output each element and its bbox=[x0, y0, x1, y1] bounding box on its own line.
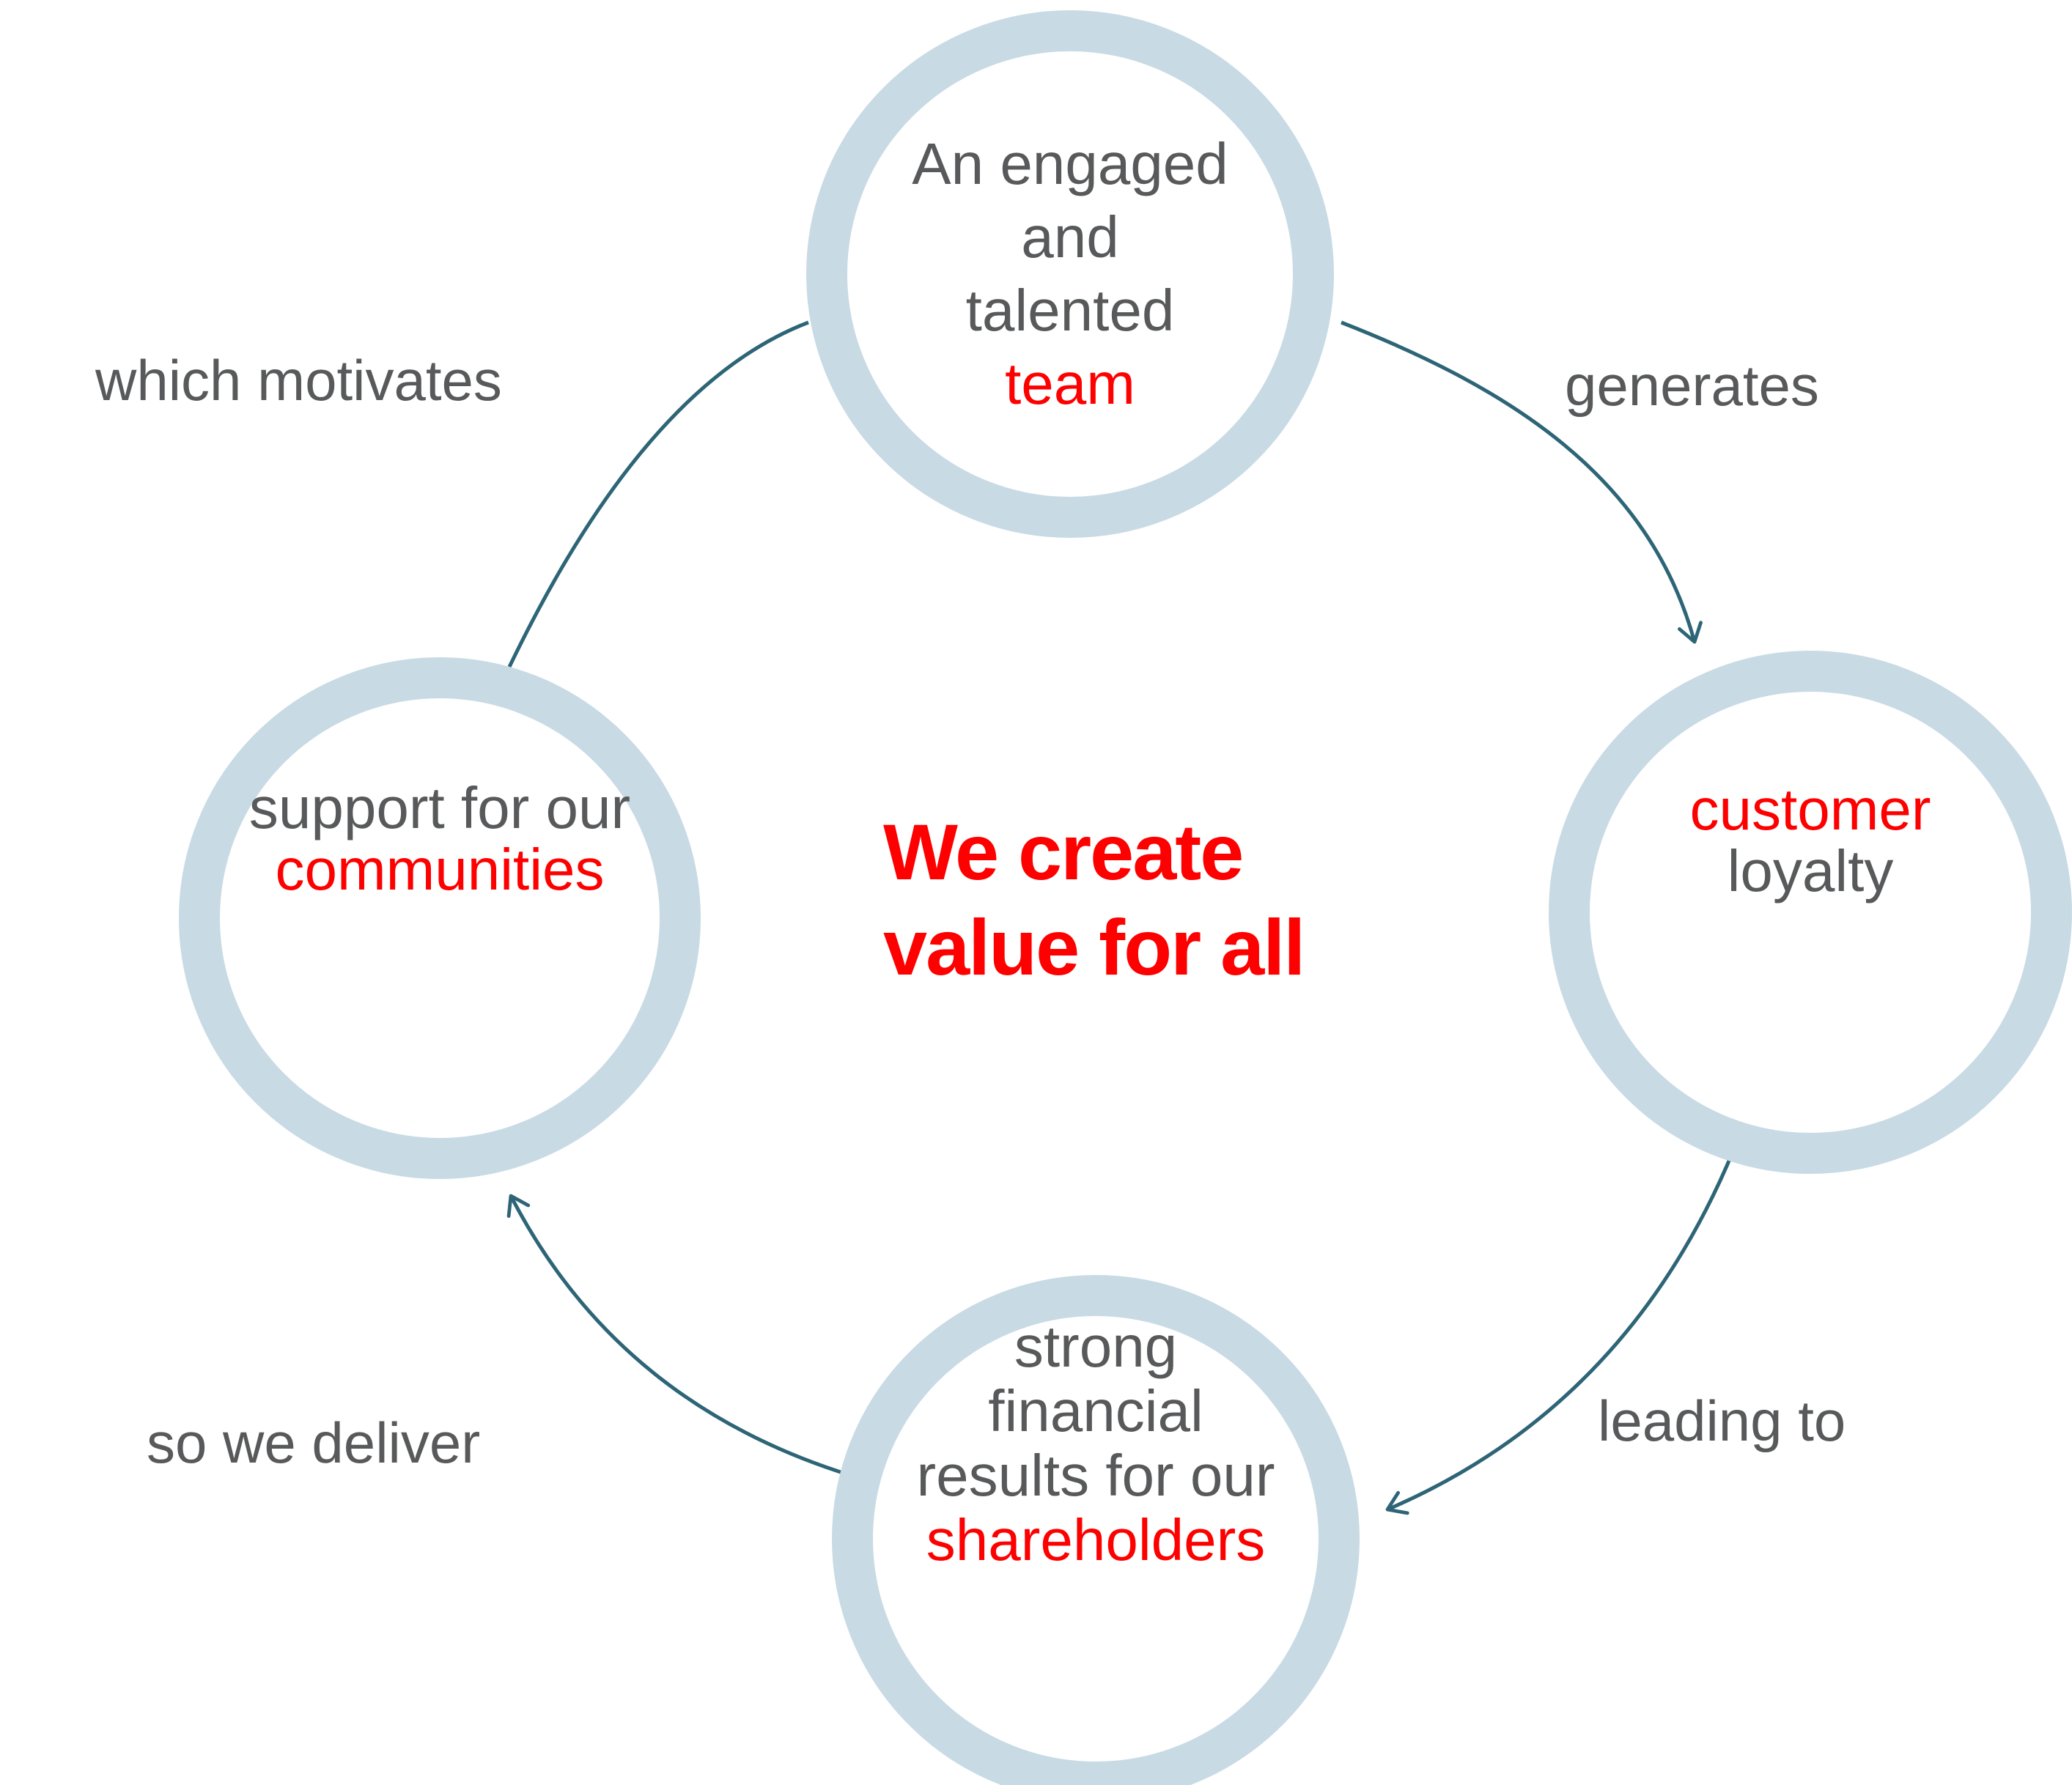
node-communities-label: support for our communities bbox=[249, 777, 630, 901]
flow-label-so-we-deliver: so we deliver bbox=[147, 1411, 481, 1475]
flow-label-which-motivates: which motivates bbox=[95, 348, 502, 413]
node-label-line: support for our bbox=[248, 775, 631, 840]
node-label-line: customer bbox=[1689, 777, 1931, 842]
node-communities: support for our communities bbox=[179, 657, 701, 1179]
node-label-line: and bbox=[1021, 204, 1119, 270]
node-team: An engaged and talented team bbox=[806, 10, 1334, 538]
center-message: We create value for all bbox=[883, 805, 1305, 995]
node-label-line: An engaged bbox=[912, 131, 1228, 196]
flow-label-generates: generates bbox=[1565, 353, 1819, 418]
node-label-line: results for our bbox=[916, 1443, 1275, 1508]
node-label-line: financial bbox=[988, 1378, 1203, 1444]
node-customer-loyalty: customer loyalty bbox=[1549, 651, 2072, 1174]
node-label-line: team bbox=[1005, 351, 1135, 416]
node-label-line: loyalty bbox=[1727, 838, 1894, 903]
node-team-label: An engaged and talented team bbox=[912, 128, 1228, 421]
node-label-line: shareholders bbox=[926, 1507, 1266, 1572]
node-customer-loyalty-label: customer loyalty bbox=[1690, 779, 1931, 902]
arrow-customer-to-shareholders bbox=[1385, 1150, 1736, 1515]
flow-label-leading-to: leading to bbox=[1598, 1389, 1846, 1453]
node-label-line: strong bbox=[1014, 1314, 1178, 1379]
node-label-line: communities bbox=[275, 837, 605, 902]
arrow-communities-to-team bbox=[507, 320, 809, 668]
node-shareholders: strong financial results for our shareho… bbox=[832, 1275, 1360, 1785]
center-message-line: value for all bbox=[883, 903, 1305, 991]
node-shareholders-label: strong financial results for our shareho… bbox=[916, 1315, 1275, 1572]
node-label-line: talented bbox=[965, 278, 1175, 343]
center-message-line: We create bbox=[883, 808, 1244, 896]
arrow-shareholders-to-communities bbox=[506, 1194, 844, 1475]
